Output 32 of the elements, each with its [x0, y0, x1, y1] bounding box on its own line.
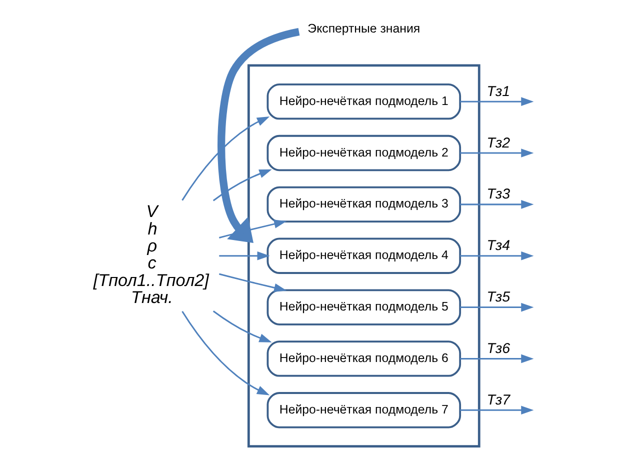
edge-label: Tз2: [486, 135, 510, 152]
node-box: Нейро-нечёткая подмодель 7: [266, 392, 461, 428]
edge-label: Tз7: [486, 392, 510, 408]
arrow: [460, 354, 534, 364]
edge-label: Tз4: [486, 238, 510, 254]
node-box: Нейро-нечёткая подмодель 6: [266, 340, 461, 377]
arrow: [460, 406, 534, 415]
node-box: Нейро-нечёткая подмодель 1: [266, 83, 461, 120]
node-box: Нейро-нечёткая подмодель 4: [266, 238, 461, 274]
arrow: [181, 116, 270, 201]
arrow: [218, 251, 270, 260]
arrow: [218, 220, 286, 238]
node-box: Нейро-нечёткая подмодель 3: [266, 186, 461, 223]
node-box: Нейро-нечёткая подмодель 2: [266, 134, 461, 172]
arrow: [181, 311, 270, 396]
cluster: [246, 64, 480, 448]
arrow: [460, 200, 534, 209]
arrow: [212, 310, 272, 342]
arrow: [460, 251, 534, 260]
edge-label: Tз1: [486, 84, 510, 100]
arrow: [460, 148, 534, 158]
node-box: Нейро-нечёткая подмодель 5: [266, 289, 461, 326]
edge-label: Tз6: [486, 340, 510, 357]
arrow: [460, 302, 534, 312]
edge-label: Tз5: [486, 290, 510, 306]
node-text: V h ρ c [Tпол1..Tпол2] Tнач.: [92, 201, 208, 307]
arrow: [460, 97, 534, 106]
arrow: [212, 169, 272, 202]
arrow: [218, 273, 286, 292]
arrow: [217, 28, 300, 243]
node-text: Экспертные знания: [307, 21, 420, 36]
edge-label: Tз3: [486, 186, 510, 203]
